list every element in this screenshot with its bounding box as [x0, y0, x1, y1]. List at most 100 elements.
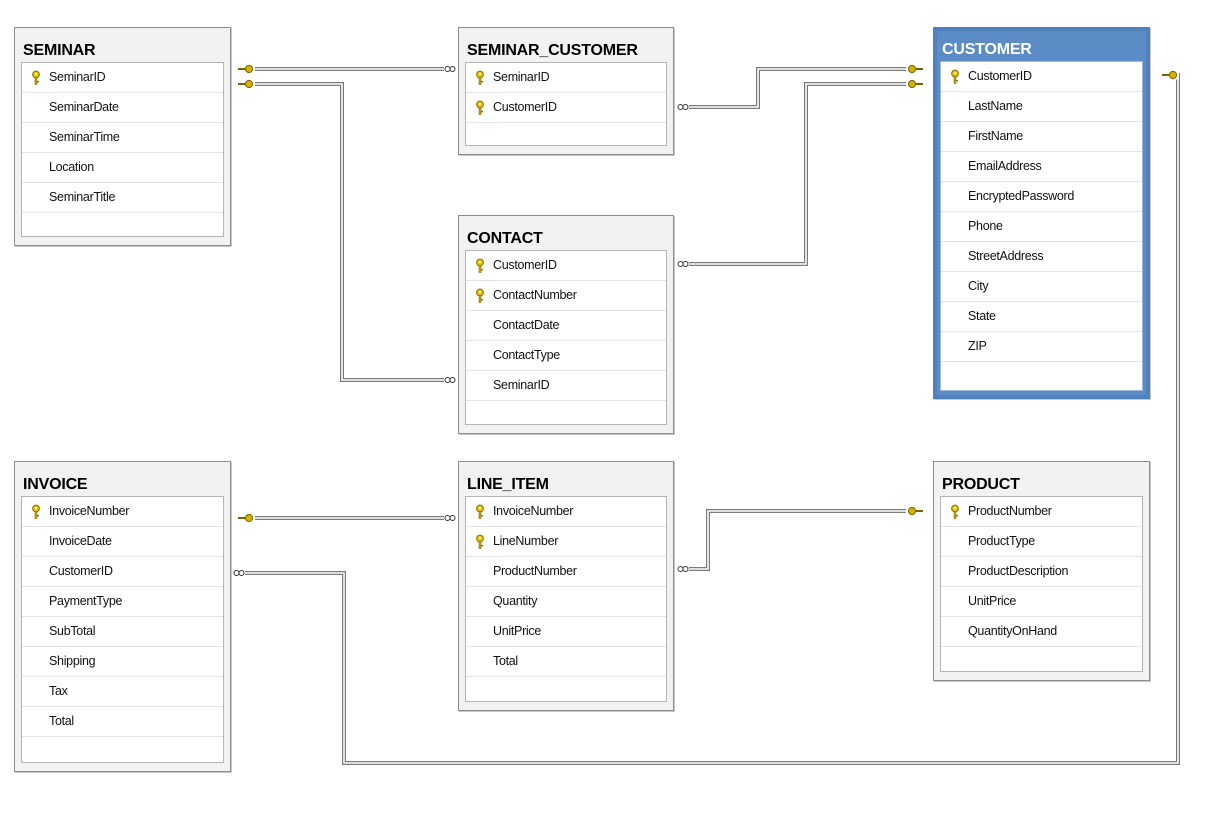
relationship-seminar-contact[interactable]	[238, 79, 456, 385]
column-row[interactable]: SeminarTitle	[22, 183, 223, 213]
column-row[interactable]: InvoiceDate	[22, 527, 223, 557]
column-name: ProductType	[968, 534, 1035, 548]
column-name: UnitPrice	[493, 624, 542, 638]
relationship-seminar-seminar-customer[interactable]	[238, 64, 456, 74]
column-row[interactable]: SeminarTime	[22, 123, 223, 153]
column-row[interactable]: SeminarID	[466, 371, 666, 401]
column-name: SeminarDate	[49, 100, 119, 114]
column-row[interactable]: SeminarID	[466, 63, 666, 93]
column-name: EmailAddress	[968, 159, 1042, 173]
relationship-customer-seminar-customer[interactable]	[677, 64, 923, 112]
column-name: Total	[493, 654, 518, 668]
many-end-infinity-icon	[677, 260, 689, 268]
column-row[interactable]: ContactDate	[466, 311, 666, 341]
column-row[interactable]: CustomerID	[466, 93, 666, 123]
column-name: UnitPrice	[968, 594, 1017, 608]
column-name: LineNumber	[493, 534, 559, 548]
column-row[interactable]: StreetAddress	[941, 242, 1142, 272]
relationship-product-line-item[interactable]	[677, 506, 923, 574]
column-row[interactable]: Quantity	[466, 587, 666, 617]
column-name: ProductNumber	[493, 564, 577, 578]
column-row[interactable]: SubTotal	[22, 617, 223, 647]
column-row[interactable]: EncryptedPassword	[941, 182, 1142, 212]
column-row[interactable]: ProductNumber	[941, 497, 1142, 527]
column-row[interactable]: InvoiceNumber	[22, 497, 223, 527]
column-row[interactable]: Total	[466, 647, 666, 677]
table-columns: SeminarID CustomerID	[465, 62, 667, 146]
relationship-customer-contact[interactable]	[677, 79, 923, 269]
column-row[interactable]: ContactType	[466, 341, 666, 371]
column-name: SeminarID	[493, 70, 550, 84]
column-row[interactable]: LineNumber	[466, 527, 666, 557]
column-row[interactable]: Tax	[22, 677, 223, 707]
column-row[interactable]: SeminarID	[22, 63, 223, 93]
column-name: SubTotal	[49, 624, 96, 638]
column-name: CustomerID	[49, 564, 113, 578]
column-row[interactable]: ZIP	[941, 332, 1142, 362]
column-row[interactable]: Total	[22, 707, 223, 737]
empty-row	[466, 677, 666, 701]
one-end-key-icon	[906, 506, 923, 516]
column-row[interactable]: ProductDescription	[941, 557, 1142, 587]
column-row[interactable]: Location	[22, 153, 223, 183]
column-row[interactable]: State	[941, 302, 1142, 332]
column-row[interactable]: EmailAddress	[941, 152, 1142, 182]
column-name: EncryptedPassword	[968, 189, 1075, 203]
column-row[interactable]: ProductNumber	[466, 557, 666, 587]
column-name: Tax	[49, 684, 68, 698]
column-row[interactable]: Phone	[941, 212, 1142, 242]
relationship-customer-invoice[interactable]	[233, 70, 1180, 765]
column-row[interactable]: PaymentType	[22, 587, 223, 617]
column-row[interactable]: City	[941, 272, 1142, 302]
column-name: Shipping	[49, 654, 96, 668]
column-name: ProductNumber	[968, 504, 1052, 518]
primary-key-icon	[951, 504, 959, 519]
column-name: SeminarID	[49, 70, 106, 84]
column-row[interactable]: LastName	[941, 92, 1142, 122]
column-name: ContactNumber	[493, 288, 577, 302]
table-title: LINE_ITEM	[467, 476, 549, 493]
many-end-infinity-icon	[444, 65, 456, 73]
many-end-infinity-icon	[677, 103, 689, 111]
column-name: State	[968, 309, 996, 323]
column-name: City	[968, 279, 989, 293]
table-title: PRODUCT	[942, 476, 1020, 493]
column-row[interactable]: CustomerID	[466, 251, 666, 281]
many-end-infinity-icon	[677, 565, 689, 573]
column-row[interactable]: Shipping	[22, 647, 223, 677]
primary-key-icon	[476, 504, 484, 519]
column-row[interactable]: CustomerID	[22, 557, 223, 587]
column-name: FirstName	[968, 129, 1023, 143]
many-end-infinity-icon	[444, 514, 456, 522]
column-row[interactable]: UnitPrice	[466, 617, 666, 647]
table-title: INVOICE	[23, 476, 88, 493]
column-row[interactable]: FirstName	[941, 122, 1142, 152]
column-row[interactable]: UnitPrice	[941, 587, 1142, 617]
column-row[interactable]: QuantityOnHand	[941, 617, 1142, 647]
column-row[interactable]: ContactNumber	[466, 281, 666, 311]
column-row[interactable]: InvoiceNumber	[466, 497, 666, 527]
column-row[interactable]: CustomerID	[941, 62, 1142, 92]
column-name: CustomerID	[493, 258, 557, 272]
column-row[interactable]: SeminarDate	[22, 93, 223, 123]
empty-row	[22, 737, 223, 761]
primary-key-icon	[476, 288, 484, 303]
relationship-invoice-line-item[interactable]	[238, 513, 456, 523]
column-name: SeminarID	[493, 378, 550, 392]
one-end-key-icon	[1162, 70, 1179, 80]
column-row[interactable]: ProductType	[941, 527, 1142, 557]
column-name: CustomerID	[493, 100, 557, 114]
